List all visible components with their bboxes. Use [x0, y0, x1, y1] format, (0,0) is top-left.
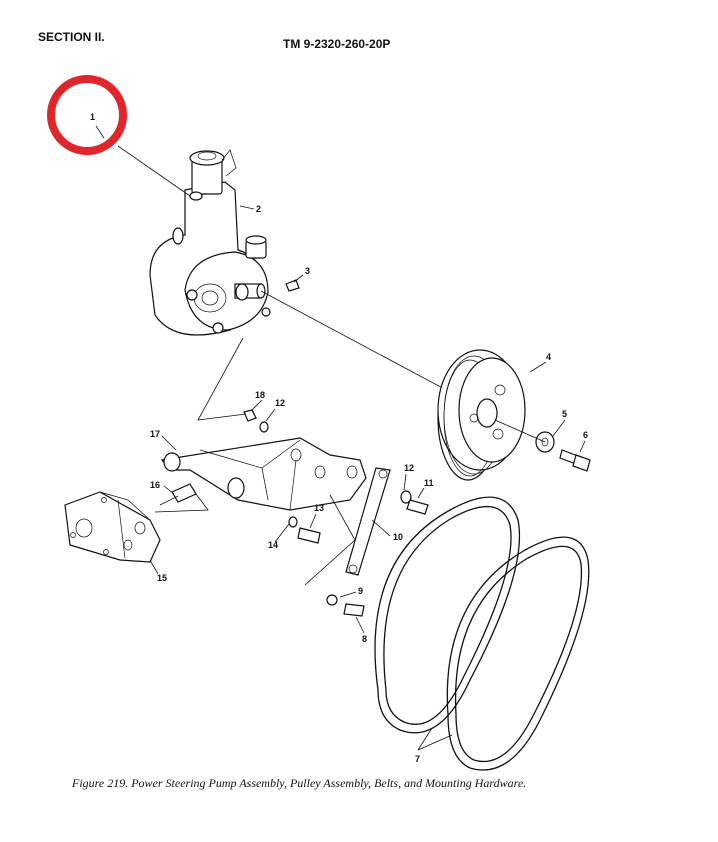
manual-number: TM 9-2320-260-20P: [283, 37, 391, 51]
callout-12a: 12: [275, 398, 285, 408]
adjusting-strap: [345, 467, 391, 576]
callout-14: 14: [268, 540, 278, 550]
callout-12b: 12: [404, 463, 414, 473]
section-label: SECTION II.: [38, 30, 105, 44]
callout-15: 15: [157, 573, 167, 583]
callout-6: 6: [583, 430, 588, 440]
bolt-13: [297, 527, 321, 544]
callout-16: 16: [150, 480, 160, 490]
woodruff-key: [285, 279, 300, 292]
callout-5: 5: [562, 409, 567, 419]
drive-belts: [374, 496, 590, 771]
bolt-16: [171, 483, 197, 503]
callout-labels: 1 2 3 4 5 6 7 8 9 10 11 12 12 13 14 15 1…: [90, 112, 588, 764]
washer-9: [326, 594, 338, 606]
callout-18: 18: [255, 390, 265, 400]
washer-14: [288, 516, 298, 528]
callout-2: 2: [256, 204, 261, 214]
bolt-11: [406, 499, 429, 515]
highlight-circle: [47, 75, 127, 155]
callout-11: 11: [424, 478, 434, 488]
mounting-bracket: [160, 437, 367, 511]
bolt-8: [343, 603, 365, 617]
callout-8: 8: [362, 634, 367, 644]
washer-12a: [259, 421, 269, 433]
callout-4: 4: [546, 352, 551, 362]
callout-7: 7: [415, 754, 420, 764]
callout-13: 13: [314, 503, 324, 513]
callout-10: 10: [393, 532, 403, 542]
lower-bracket: [64, 491, 161, 563]
callout-17: 17: [150, 429, 160, 439]
bolt-6: [559, 449, 591, 472]
callout-3: 3: [305, 266, 310, 276]
callout-9: 9: [358, 586, 363, 596]
power-steering-pump: [149, 149, 271, 336]
nut-18: [243, 409, 257, 422]
washer-12b: [400, 490, 412, 504]
callout-1: 1: [90, 112, 95, 122]
figure-caption: Figure 219. Power Steering Pump Assembly…: [72, 776, 527, 790]
pulley: [437, 349, 526, 481]
